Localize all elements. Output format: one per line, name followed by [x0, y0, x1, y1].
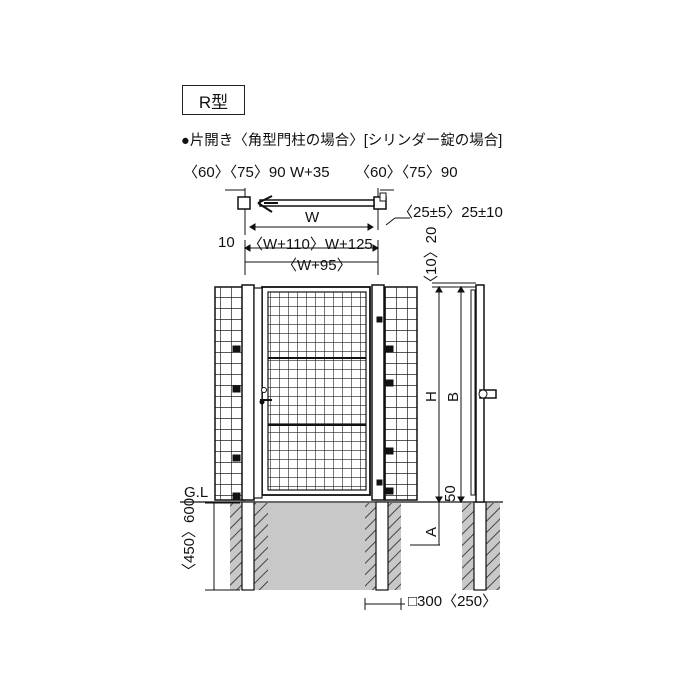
dim-top-right: 〈60〉〈75〉90	[355, 164, 458, 181]
side-view	[470, 284, 497, 503]
dim-top-left: 〈60〉〈75〉90	[183, 164, 286, 181]
right-post	[371, 284, 385, 501]
dim-hinge-gap: 〈25±5〉25±10	[398, 204, 503, 221]
ground-label: G.L	[184, 484, 209, 501]
left-post	[241, 284, 255, 501]
dim-top-mid: W+35	[290, 164, 330, 181]
dim-footing: □300〈250〉	[408, 593, 498, 610]
dim-offset: 10	[218, 234, 235, 251]
left-fence-panel	[214, 286, 246, 501]
right-fence-panel	[384, 286, 418, 501]
plan-view	[225, 188, 410, 275]
caption: ●片開き〈角型門柱の場合〉[シリンダー錠の場合]	[181, 133, 503, 149]
type-label: R型	[182, 85, 245, 115]
dim-width: W	[305, 209, 320, 226]
